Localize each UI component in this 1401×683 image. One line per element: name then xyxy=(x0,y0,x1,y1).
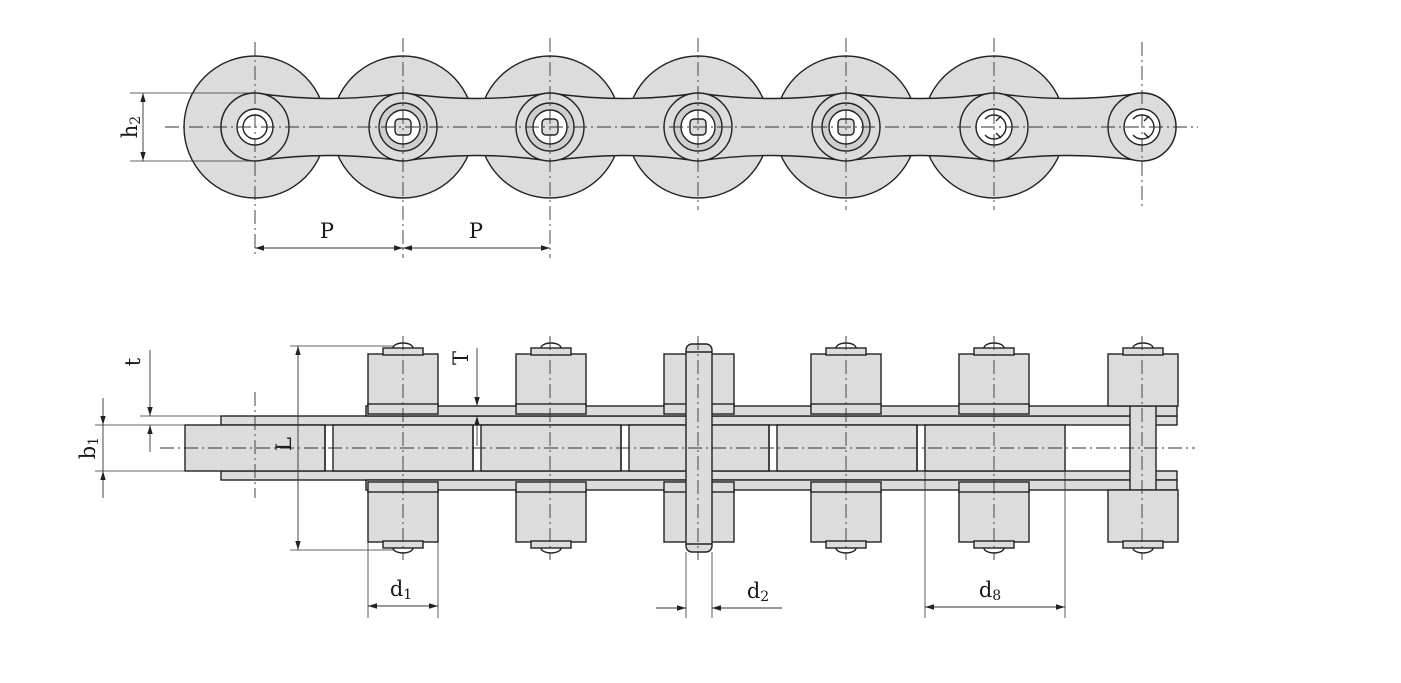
h2-dimension: h2 xyxy=(118,92,255,162)
pitch-label-1: P xyxy=(320,219,334,243)
d2-label: d2 xyxy=(747,579,769,605)
side-roller-2 xyxy=(515,347,587,549)
top-centre-lines xyxy=(165,38,1198,258)
inner-plate-top xyxy=(365,405,1178,417)
t-dimension: t xyxy=(121,350,221,452)
top-view: h2 P P xyxy=(118,38,1198,258)
inner-plate-bottom xyxy=(365,479,1178,491)
side-centre-lines xyxy=(160,336,1195,560)
d1-label: d1 xyxy=(390,577,412,603)
side-roller-6 xyxy=(1107,347,1179,549)
pitch-label-2: P xyxy=(469,219,483,243)
d8-label: d8 xyxy=(979,578,1001,604)
L-label: L xyxy=(272,437,296,451)
side-view: b1 t L T xyxy=(76,336,1195,618)
d2-dimension: d2 xyxy=(656,552,782,618)
d1-dimension: d1 xyxy=(367,542,439,618)
top-rollers xyxy=(183,55,1066,199)
d8-dimension: d8 xyxy=(924,471,1066,618)
b1-dimension: b1 xyxy=(76,398,185,498)
t-label: t xyxy=(121,357,145,366)
h2-label: h2 xyxy=(118,116,144,138)
T-dimension: T xyxy=(449,348,480,446)
b1-label: b1 xyxy=(76,437,102,459)
L-dimension: L xyxy=(272,345,393,551)
T-label: T xyxy=(449,351,473,365)
pitch-dimensions: P P xyxy=(255,219,550,251)
